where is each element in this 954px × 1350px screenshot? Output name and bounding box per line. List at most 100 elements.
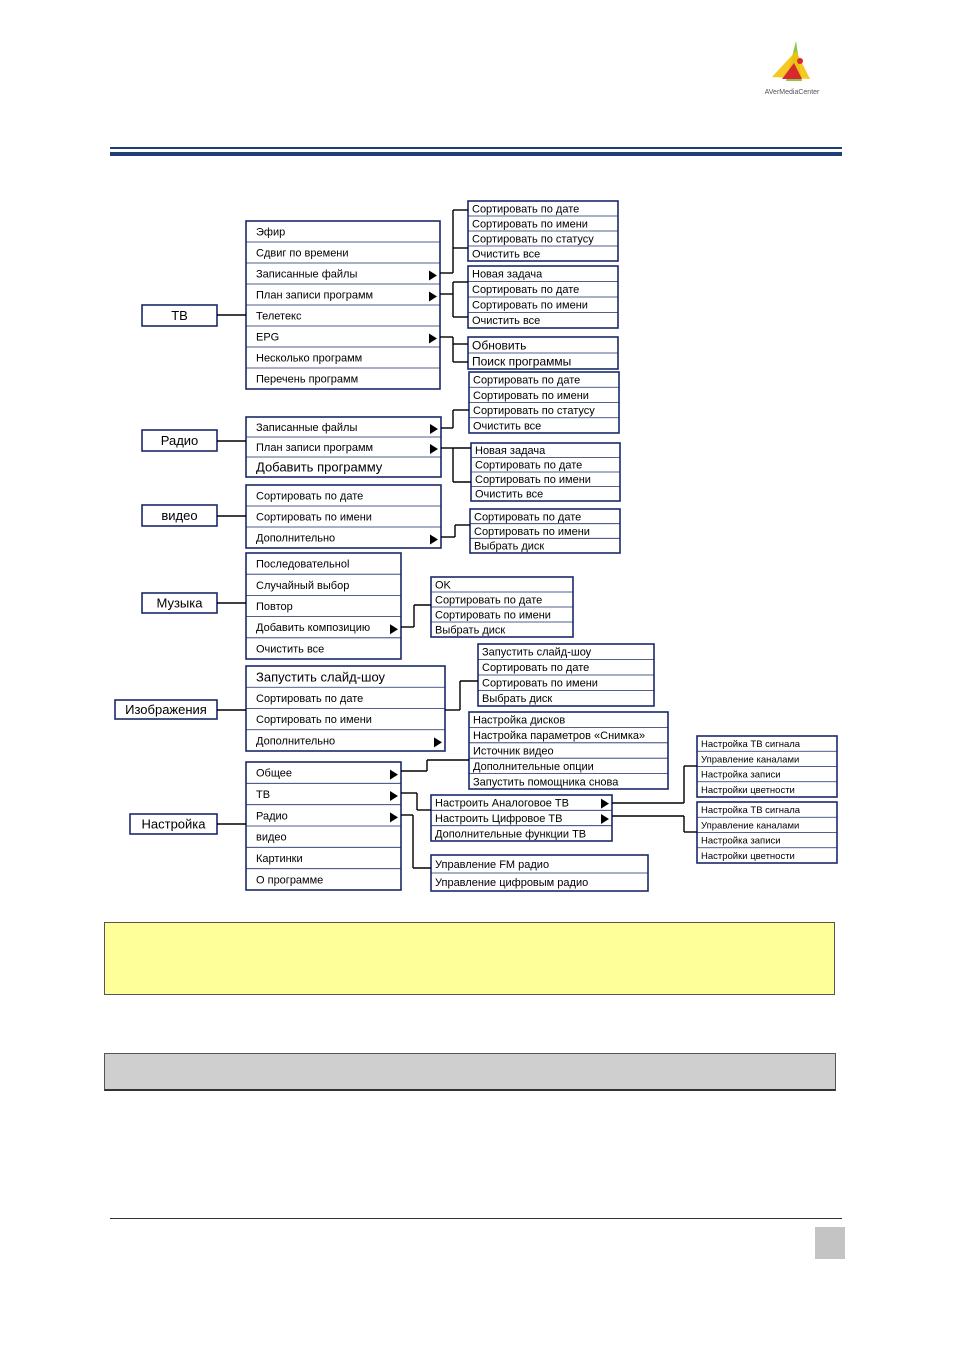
section-bar [104, 1053, 836, 1091]
menu-item: Последовательноl [256, 559, 349, 571]
header-rule-thin [110, 147, 842, 149]
menu-item: Общее [256, 768, 292, 780]
submenu-item: Настройка записи [701, 836, 781, 847]
submenu-arrow-icon [601, 798, 609, 809]
submenu-box [468, 711, 669, 790]
menu-box [245, 552, 402, 660]
menu-item: EPG [256, 331, 279, 343]
logo-mark-icon: AVerMediaCenter [765, 41, 820, 96]
note-box [104, 922, 835, 995]
menu-item: Дополнительно [256, 532, 335, 544]
menu-item: Сортировать по имени [256, 714, 372, 726]
submenu-item: Сортировать по имени [472, 300, 588, 312]
menu-item: Записанные файлы [256, 422, 357, 434]
submenu-arrow-icon [429, 333, 437, 344]
header-rule-thick [110, 152, 842, 156]
menu-item: Сортировать по дате [256, 693, 363, 705]
submenu-box [430, 794, 613, 842]
footer-rule [110, 1218, 842, 1219]
submenu-item: Сортировать по имени [472, 218, 588, 230]
submenu-item: Настроить Аналоговое ТВ [435, 798, 569, 810]
submenu-item: Очистить все [472, 248, 540, 260]
submenu-box [469, 508, 621, 554]
submenu-item: Настройка ТВ сигнала [701, 805, 801, 816]
submenu-item: Настройка ТВ сигнала [701, 739, 801, 750]
menu-item: Повтор [256, 601, 293, 613]
menu-item: Несколько программ [256, 352, 362, 364]
submenu-item: Управление цифровым радио [435, 877, 588, 889]
submenu-item: Сортировать по дате [474, 511, 581, 523]
submenu-item: Сортировать по имени [435, 609, 551, 621]
submenu-arrow-icon [601, 814, 609, 824]
submenu-arrow-icon [390, 624, 398, 635]
root-label: Музыка [157, 596, 204, 611]
menu-item: План записи программ [256, 289, 373, 301]
submenu-item: Сортировать по дате [435, 594, 542, 606]
root-label: Радио [161, 433, 199, 448]
submenu-arrow-icon [390, 769, 398, 780]
submenu-item: Очистить все [475, 489, 543, 501]
submenu-arrow-icon [430, 534, 438, 545]
submenu-arrow-icon [390, 791, 398, 801]
submenu-item: Управление FM радио [435, 859, 549, 871]
menu-item: О программе [256, 874, 323, 886]
submenu-item: Очистить все [473, 420, 541, 432]
menu-item: Добавить композицию [256, 622, 370, 634]
menu-item: Очистить все [256, 643, 324, 655]
page-number-box [815, 1227, 845, 1259]
submenu-item: Выбрать диск [435, 624, 505, 636]
menu-item: Случайный выбор [256, 580, 349, 592]
menu-box [245, 484, 442, 549]
submenu-item: Настройки цветности [701, 785, 795, 796]
submenu-item: Сортировать по имени [482, 678, 598, 690]
menu-item: Записанные файлы [256, 268, 357, 280]
submenu-item: Настройка записи [701, 770, 781, 781]
menu-item: ТВ [256, 789, 270, 801]
menu-item: План записи программ [256, 442, 373, 454]
submenu-item: Сортировать по дате [472, 284, 579, 296]
menu-item: Эфир [256, 226, 285, 238]
submenu-item: Управление каналами [701, 754, 799, 765]
submenu-item: Сортировать по статусу [472, 233, 594, 245]
submenu-item: Сортировать по дате [472, 203, 579, 215]
submenu-item: Источник видео [473, 745, 554, 757]
submenu-item: Выбрать диск [474, 541, 544, 553]
root-label: ТВ [171, 308, 188, 323]
submenu-item: Выбрать диск [482, 693, 552, 705]
submenu-item: Запустить слайд-шоу [482, 647, 592, 659]
menu-item: Запустить слайд-шоу [256, 669, 386, 684]
submenu-item: Запустить помощника снова [473, 776, 619, 788]
menu-item: Радио [256, 810, 288, 822]
submenu-arrow-icon [429, 270, 437, 281]
logo-text: AVerMediaCenter [765, 89, 820, 96]
menu-item: Картинки [256, 853, 303, 865]
submenu-item: Сортировать по дате [475, 460, 582, 472]
avermedia-logo: AVerMediaCenter [752, 35, 832, 99]
submenu-item: Сортировать по имени [474, 526, 590, 538]
submenu-item: Настройка параметров «Снимка» [473, 730, 645, 742]
submenu-arrow-icon [430, 444, 438, 454]
submenu-arrow-icon [429, 291, 437, 302]
root-label: Настройка [142, 817, 207, 832]
submenu-item: Настроить Цифровое ТВ [435, 813, 562, 825]
submenu-item: Новая задача [475, 445, 546, 457]
submenu-item: Поиск программы [472, 354, 571, 368]
menu-item: Телетекс [256, 310, 302, 322]
submenu-item: Сортировать по дате [473, 375, 580, 387]
submenu-arrow-icon [430, 424, 438, 434]
submenu-item: Настройка дисков [473, 715, 565, 727]
menu-item: Добавить программу [256, 460, 383, 475]
submenu-item: Сортировать по дате [482, 662, 589, 674]
menu-item: Перечень программ [256, 373, 358, 385]
submenu-item: Очистить все [472, 315, 540, 327]
submenu-arrow-icon [390, 812, 398, 823]
submenu-item: Сортировать по имени [475, 474, 591, 486]
root-label: видео [161, 508, 197, 523]
submenu-item: Управление каналами [701, 820, 799, 831]
menu-item: Дополнительно [256, 735, 335, 747]
submenu-item: Новая задача [472, 269, 543, 281]
menu-item: Сортировать по дате [256, 490, 363, 502]
submenu-item: Обновить [472, 338, 526, 352]
menu-item: Сортировать по имени [256, 511, 372, 523]
